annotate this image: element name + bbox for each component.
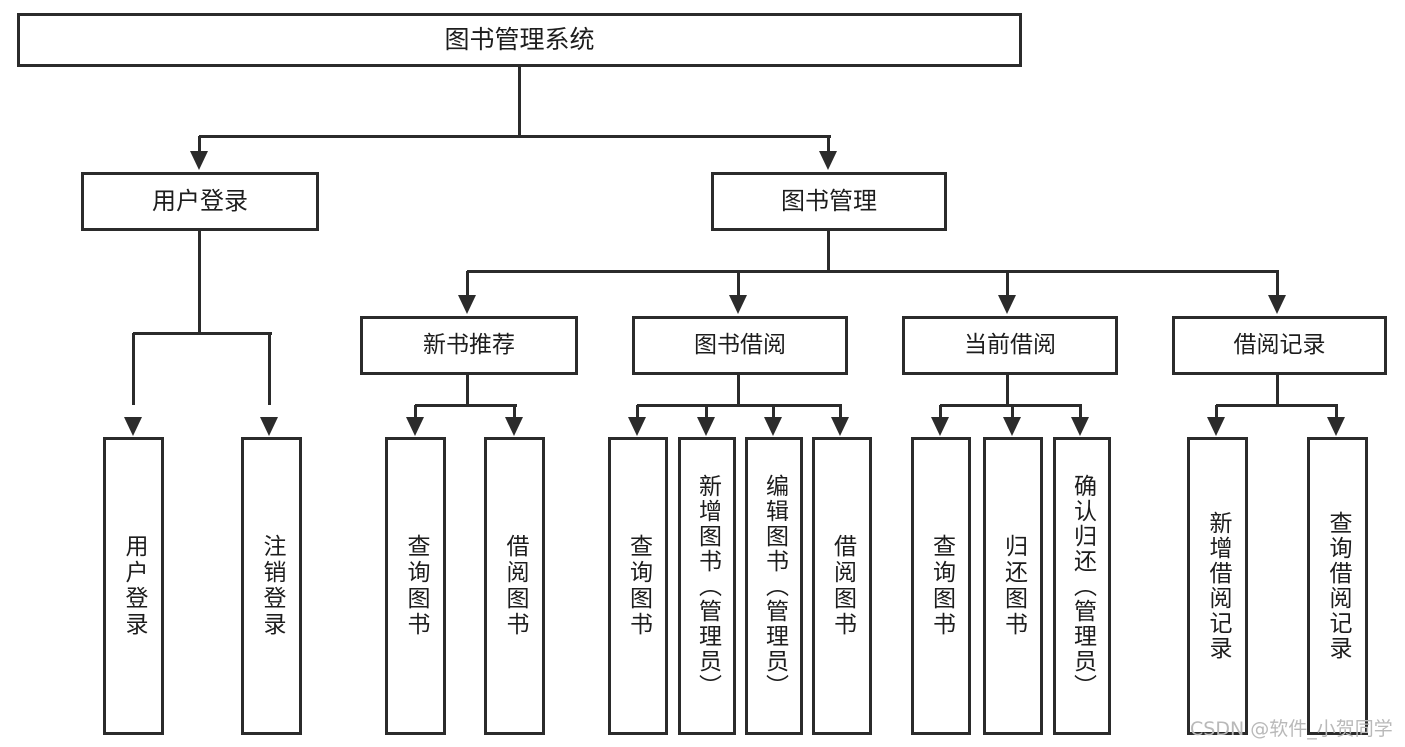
node-label-user-login: 用户登录 [152,186,248,215]
connector-current-drop-2 [1011,405,1014,417]
arrow-book-borrow [729,295,747,314]
node-leaf-return-book[interactable]: 归还图书 [983,437,1043,735]
node-leaf-edit-book[interactable]: 编辑图书（管理员） [745,437,803,735]
connector-bookmgmt-drop-2 [737,271,740,295]
node-leaf-add-record[interactable]: 新增借阅记录 [1187,437,1248,735]
node-leaf-logout[interactable]: 注销登录 [241,437,302,735]
node-leaf-confirm-return[interactable]: 确认归还（管理员） [1053,437,1111,735]
node-label-leaf-edit-book: 编辑图书（管理员） [761,473,788,699]
arrow-borrow-record [1268,295,1286,314]
connector-borrow-stem [737,375,740,405]
arrow-leaf-add-book [697,417,715,436]
node-label-leaf-return-book: 归还图书 [1000,534,1027,638]
arrow-leaf-confirm-return [1071,417,1089,436]
connector-borrow-drop-1 [636,405,639,417]
node-leaf-query-record[interactable]: 查询借阅记录 [1307,437,1368,735]
connector-userlogin-drop-1 [132,333,135,405]
arrow-current-borrow [998,295,1016,314]
connector-bookmgmt-drop-4 [1276,271,1279,295]
node-current-borrow[interactable]: 当前借阅 [902,316,1118,375]
node-leaf-add-book[interactable]: 新增图书（管理员） [678,437,736,735]
arrow-leaf-query-book-1 [406,417,424,436]
arrow-leaf-logout [260,417,278,436]
node-leaf-query-book-3[interactable]: 查询图书 [911,437,971,735]
node-label-borrow-record: 借阅记录 [1233,332,1326,359]
connector-borrow-drop-4 [839,405,842,417]
node-book-management[interactable]: 图书管理 [711,172,947,231]
connector-userlogin-bus [133,332,272,335]
connector-level2-bus [199,135,831,138]
node-book-borrow[interactable]: 图书借阅 [632,316,848,375]
node-label-leaf-logout: 注销登录 [259,534,285,638]
node-label-book-management: 图书管理 [781,186,877,215]
arrow-leaf-query-record [1327,417,1345,436]
arrow-leaf-borrow-book-1 [505,417,523,436]
connector-bookmgmt-stem [827,231,830,271]
connector-borrow-bus [637,404,842,407]
node-root[interactable]: 图书管理系统 [17,13,1022,67]
node-label-leaf-query-book-1: 查询图书 [403,534,429,638]
node-label-leaf-query-book-2: 查询图书 [625,534,652,638]
node-leaf-query-book-2[interactable]: 查询图书 [608,437,668,735]
arrow-leaf-borrow-book-2 [831,417,849,436]
node-leaf-borrow-book-1[interactable]: 借阅图书 [484,437,545,735]
connector-userlogin-drop-2 [268,333,271,405]
connector-userlogin-stem [198,231,201,333]
node-label-leaf-add-record: 新增借阅记录 [1205,511,1231,661]
arrow-leaf-user-login [124,417,142,436]
node-label-current-borrow: 当前借阅 [964,332,1056,359]
connector-current-drop-1 [939,405,942,417]
connector-current-drop-3 [1079,405,1082,417]
connector-bookmgmt-drop-3 [1006,271,1009,295]
node-leaf-query-book-1[interactable]: 查询图书 [385,437,446,735]
node-leaf-borrow-book-2[interactable]: 借阅图书 [812,437,872,735]
node-label-leaf-add-book: 新增图书（管理员） [694,473,721,699]
arrow-user-login [190,151,208,170]
connector-record-drop-1 [1215,405,1218,417]
node-label-new-book-recommend: 新书推荐 [423,332,515,359]
connector-borrow-drop-3 [772,405,775,417]
node-new-book-recommend[interactable]: 新书推荐 [360,316,578,375]
connector-bookmgmt-bus [467,270,1279,273]
connector-recommend-drop-1 [414,405,417,417]
arrow-leaf-add-record [1207,417,1225,436]
node-label-leaf-query-book-3: 查询图书 [928,534,955,638]
connector-level2-drop-right [827,136,830,151]
node-label-leaf-borrow-book-2: 借阅图书 [829,534,856,638]
connector-record-bus [1216,404,1338,407]
arrow-leaf-return-book [1003,417,1021,436]
arrow-leaf-edit-book [764,417,782,436]
connector-level2-drop-left [198,136,201,151]
arrow-leaf-query-book-3 [931,417,949,436]
connector-record-drop-2 [1335,405,1338,417]
node-leaf-user-login[interactable]: 用户登录 [103,437,164,735]
connector-recommend-stem [466,375,469,405]
node-label-leaf-borrow-book-1: 借阅图书 [502,534,528,638]
connector-recommend-drop-2 [513,405,516,417]
arrow-new-book-recommend [458,295,476,314]
node-label-root: 图书管理系统 [444,24,595,54]
arrow-book-management [819,151,837,170]
node-label-leaf-user-login: 用户登录 [121,534,147,638]
watermark: CSDN @软件_小贺同学 [1190,718,1393,740]
connector-record-stem [1276,375,1279,405]
node-label-book-borrow: 图书借阅 [694,332,786,359]
connector-current-stem [1006,375,1009,405]
node-label-leaf-confirm-return: 确认归还（管理员） [1069,473,1096,699]
node-user-login[interactable]: 用户登录 [81,172,319,231]
connector-bookmgmt-drop-1 [466,271,469,295]
node-label-leaf-query-record: 查询借阅记录 [1325,511,1351,661]
connector-borrow-drop-2 [705,405,708,417]
arrow-leaf-query-book-2 [628,417,646,436]
connector-recommend-bus [415,404,517,407]
node-borrow-record[interactable]: 借阅记录 [1172,316,1387,375]
connector-root-stem [518,67,521,136]
